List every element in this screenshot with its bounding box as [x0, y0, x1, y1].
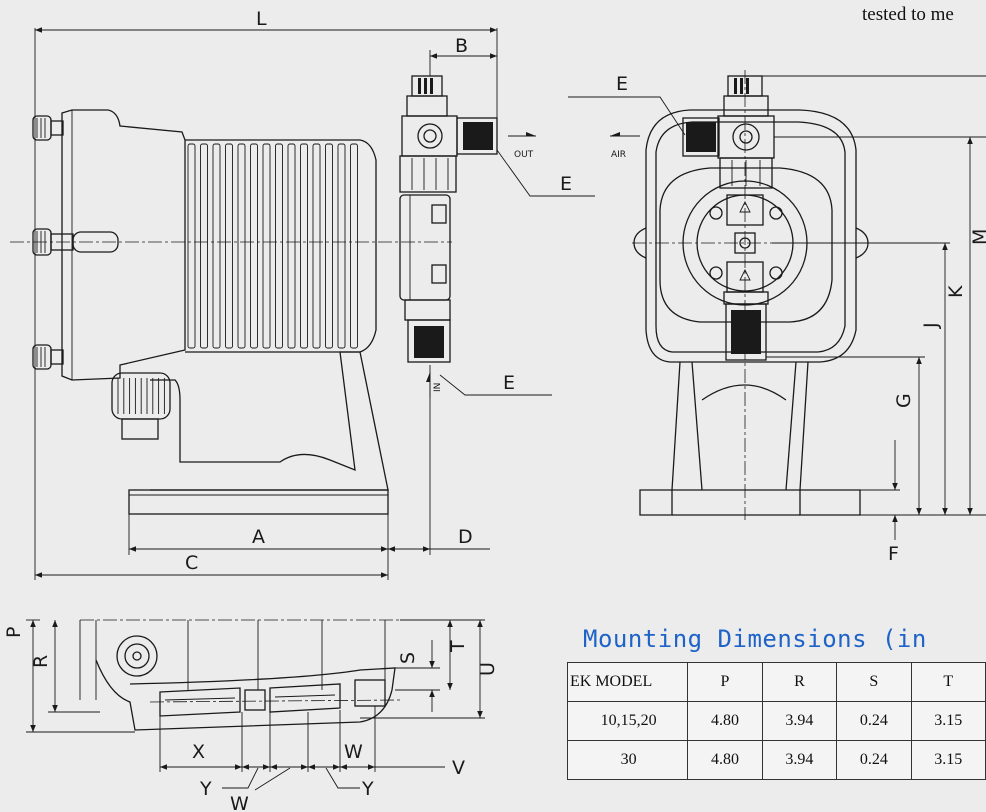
label-J: J — [920, 322, 942, 329]
label-P: P — [3, 627, 25, 638]
label-A: A — [252, 526, 265, 548]
label-Y-right: Y — [361, 778, 374, 800]
table-cell: 3.15 — [910, 740, 986, 780]
column-header: S — [836, 662, 912, 702]
cooling-fin — [325, 143, 333, 349]
cooling-fin — [237, 143, 246, 349]
label-Y-left: Y — [199, 778, 212, 800]
cooling-fins — [187, 143, 358, 349]
cooling-fin — [300, 143, 308, 349]
table-cell: 0.24 — [836, 740, 912, 780]
label-W-lower: W — [230, 793, 249, 812]
cooling-fin — [312, 143, 321, 349]
cooling-fin — [250, 143, 258, 349]
table-cell: 4.80 — [687, 701, 763, 741]
label-G: G — [893, 393, 915, 408]
label-V: V — [452, 757, 465, 779]
table-cell: 4.80 — [687, 740, 763, 780]
label-E-discharge: E — [560, 173, 572, 195]
control-knob-ridges — [117, 378, 165, 414]
table-row: 10,15,20 4.80 3.94 0.24 3.15 — [566, 701, 986, 741]
column-header: R — [761, 662, 838, 702]
table-cell: 10,15,20 — [566, 701, 689, 741]
label-E-suction: E — [503, 372, 515, 394]
cooling-fin — [337, 143, 346, 349]
cooling-fin — [287, 143, 296, 349]
label-C: C — [185, 552, 198, 574]
side-view-dimensions — [34, 27, 595, 580]
column-header: T — [910, 662, 986, 702]
table-header-row: EK MODEL P R S T — [566, 662, 986, 702]
label-B: B — [455, 35, 468, 57]
label-K: K — [945, 285, 967, 298]
front-view — [632, 70, 870, 520]
table-cell: 0.24 — [836, 701, 912, 741]
table-cell: 3.94 — [761, 701, 838, 741]
label-W-upper: W — [344, 741, 363, 763]
column-header: EK MODEL — [566, 662, 689, 702]
mounting-dimensions-title: Mounting Dimensions (in — [583, 625, 927, 653]
label-D: D — [458, 526, 473, 548]
cooling-fin — [275, 143, 283, 349]
side-view — [10, 75, 498, 515]
label-X: X — [192, 741, 205, 763]
table-cell: 3.94 — [761, 740, 838, 780]
label-in-port: IN — [433, 383, 443, 392]
mounting-dimensions-table: EK MODEL P R S T 10,15,20 4.80 3.94 0.24… — [566, 662, 986, 780]
table-row: 30 4.80 3.94 0.24 3.15 — [566, 740, 986, 780]
label-U: U — [477, 662, 499, 676]
label-E-air: E — [616, 73, 628, 95]
label-R: R — [30, 655, 52, 668]
column-header: P — [687, 662, 763, 702]
dimension-labels: L B E E E A D C F G J K M P R S T U V W … — [3, 8, 986, 812]
cooling-fin — [187, 143, 196, 349]
cooling-fin — [262, 143, 271, 349]
table-cell: 30 — [566, 740, 689, 780]
label-out-port: OUT — [514, 150, 534, 160]
cooling-fin — [212, 143, 221, 349]
cooling-fin — [200, 143, 208, 349]
cooling-fin — [225, 143, 233, 349]
cooling-fin — [350, 143, 358, 349]
label-T: T — [447, 640, 469, 653]
label-S: S — [397, 652, 419, 664]
front-view-dimensions — [568, 75, 986, 540]
label-F: F — [888, 543, 899, 565]
table-cell: 3.15 — [910, 701, 986, 741]
base-view-dimensions — [26, 619, 485, 791]
label-L: L — [256, 8, 267, 30]
header-text: tested to me — [862, 4, 954, 25]
label-air-port: AIR — [611, 150, 626, 160]
base-view — [79, 619, 401, 731]
label-M: M — [969, 229, 986, 245]
